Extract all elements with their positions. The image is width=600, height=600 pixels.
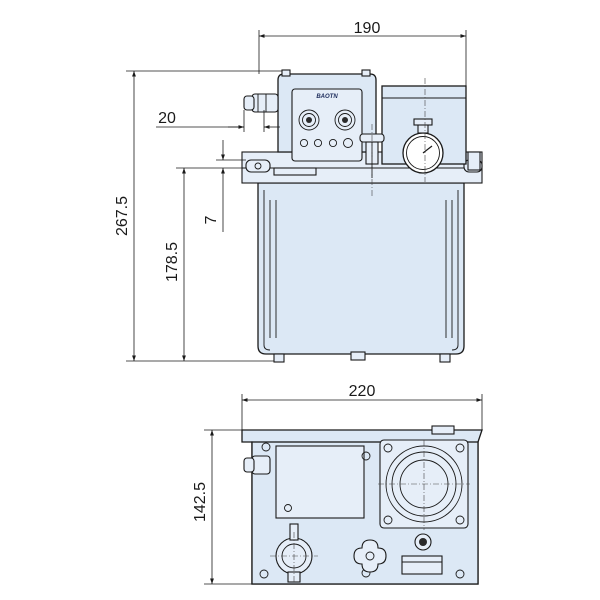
gland-top [251,455,271,475]
knob-left [298,109,320,131]
ear-left [245,159,271,173]
tank-inner-right [451,190,459,351]
star-knob-center [365,551,375,561]
filter-plate [273,167,317,176]
cover-screw [284,504,292,512]
front-view: BAOTN [241,69,483,363]
dim-20-label: 20 [158,110,176,127]
indicator-2 [313,138,323,148]
screw-br [455,569,465,579]
cable-gland [251,93,279,113]
dim-1785-label: 178.5 [164,242,181,282]
reset-button [343,138,353,148]
foot-right [439,353,451,363]
housing-lug-left [281,69,291,77]
dim-190-label: 190 [354,20,381,37]
indicator-1 [299,138,309,148]
pump-screw-tl [383,443,393,453]
pump-top-tab [431,425,455,435]
motor-cover [275,445,365,519]
dim-7-label: 7 [203,215,220,224]
screw-tl [261,442,271,452]
dim-220-label: 220 [349,383,376,400]
knob-left-inner [302,113,316,127]
knob-left-center [306,117,312,123]
screw-bl [259,569,269,579]
front-dimensions: 190 267.5 178.5 20 7 [114,20,467,362]
gland-top-nut [243,457,255,473]
ear-left-hole [254,162,262,170]
gauge-top-plate [401,555,443,575]
brand-label: BAOTN [316,94,338,100]
gauge-nut [413,118,433,126]
control-panel [291,88,363,162]
tank-inner-left [263,190,271,351]
housing-lug-right [361,69,371,77]
knob-right [334,109,356,131]
foot-left [273,353,285,363]
star-knob [353,539,387,573]
foot-center [350,351,366,361]
screw-tm [361,451,371,461]
gauge-top-center [419,538,427,546]
pressure-gauge-dial [406,136,440,170]
dim-1425-label: 142.5 [192,482,209,522]
dim-2675-label: 267.5 [114,196,131,236]
pump-screw-tr [455,443,465,453]
knob-right-inner [338,113,352,127]
knob-right-center [342,117,348,123]
gauge-needle [422,145,433,154]
outlet-port [467,151,481,171]
cable-gland-nut [243,95,255,111]
indicator-3 [328,138,338,148]
tank-body [257,182,465,355]
pump-screw-bl [383,515,393,525]
top-dimensions: 220 142.5 [192,383,483,585]
pump-screw-br [455,515,465,525]
top-view [241,425,483,585]
